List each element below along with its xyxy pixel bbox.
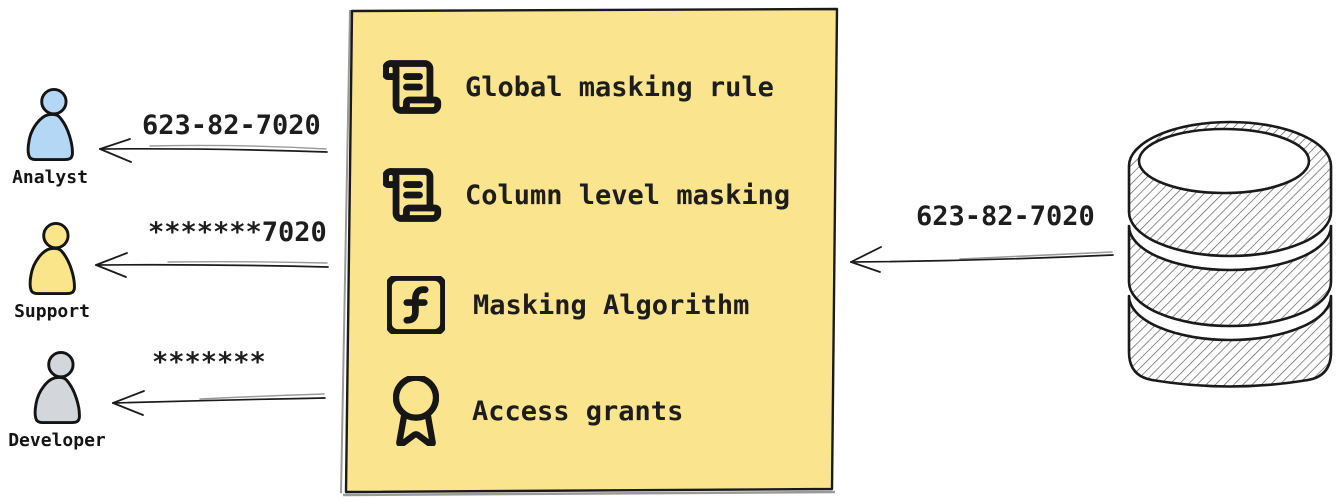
masking-box — [344, 7, 839, 494]
masking-box-item-label: Column level masking — [465, 179, 791, 211]
flow-arrow-to-developer — [112, 390, 326, 416]
persona-analyst: Analyst — [0, 88, 110, 188]
flow-arrow-from-database — [850, 246, 1114, 273]
persona-support: Support — [0, 222, 112, 322]
masking-box-item-label: Masking Algorithm — [473, 289, 750, 321]
masking-box-item-label: Access grants — [472, 395, 684, 427]
person-icon — [28, 222, 76, 296]
masking-box-item-algorithm: Masking Algorithm — [387, 275, 749, 335]
person-icon — [33, 351, 81, 425]
persona-label-analyst: Analyst — [12, 167, 88, 188]
flow-value-developer: ******* — [152, 347, 266, 378]
masking-box-item-label: Global masking rule — [465, 71, 774, 103]
masking-box-item-column-masking: Column level masking — [383, 165, 790, 225]
persona-developer: Developer — [0, 351, 117, 451]
scroll-text-icon — [383, 168, 442, 222]
person-icon — [26, 88, 74, 162]
flow-value-database: 623-82-7020 — [916, 201, 1095, 232]
database-top-opening — [1137, 127, 1311, 195]
flow-value-support: *******7020 — [148, 217, 327, 248]
persona-label-developer: Developer — [8, 430, 106, 451]
award-icon — [393, 376, 439, 446]
masking-box-shape — [340, 7, 839, 497]
box-sketch-echo-bottom — [342, 490, 836, 497]
database-icon — [1127, 120, 1333, 388]
flow-value-analyst: 623-82-7020 — [142, 110, 321, 141]
box-sketch-echo-left — [340, 9, 351, 494]
masking-box-item-access-grants: Access grants — [393, 376, 683, 446]
masking-box-item-global-rule: Global masking rule — [383, 57, 774, 117]
flow-arrow-to-analyst — [99, 138, 328, 163]
persona-label-support: Support — [14, 301, 90, 322]
function-square-icon — [387, 276, 445, 334]
flow-arrow-to-support — [95, 252, 329, 278]
scroll-text-icon — [383, 60, 442, 114]
